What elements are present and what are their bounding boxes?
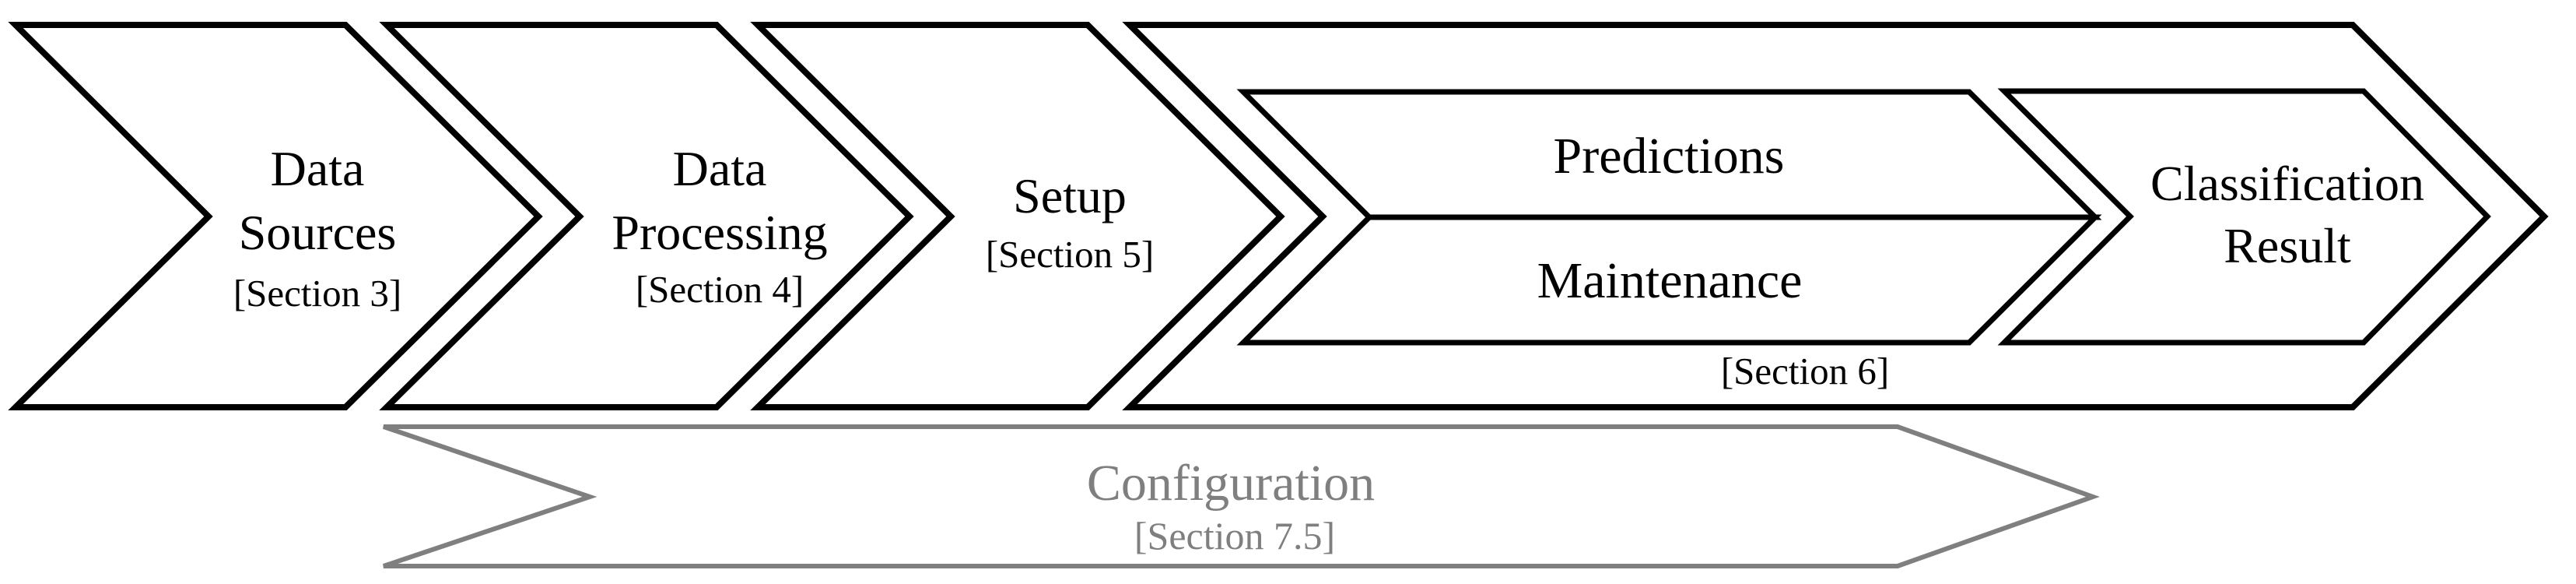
setup-section-label: [Section 5]: [986, 233, 1154, 276]
configuration-section-label: [Section 7.5]: [1134, 514, 1335, 558]
data-processing-label-line1: Data: [673, 141, 767, 196]
configuration-label: Configuration: [1087, 455, 1375, 512]
classification-result-label-line1: Classification: [2150, 156, 2424, 211]
data-sources-chevron-shape: [8, 22, 543, 410]
data-sources-label-line1: Data: [271, 141, 365, 196]
configuration-arrow-shape: [383, 424, 2100, 568]
data-sources-section-label: [Section 3]: [233, 272, 401, 315]
data-processing-chevron-shape: [379, 22, 914, 410]
classification-result-label-line2: Result: [2224, 218, 2351, 273]
data-processing-section-label: [Section 4]: [636, 268, 804, 311]
setup-chevron-shape: [750, 22, 1285, 410]
classification-result-chevron-shape: [1997, 88, 2491, 346]
predictions-label: Predictions: [1554, 128, 1785, 185]
operation-section-label: [Section 6]: [1721, 350, 1889, 392]
maintenance-band-shape: [1236, 214, 2102, 346]
setup-label: Setup: [1013, 168, 1127, 223]
data-processing-label-line2: Processing: [612, 205, 827, 260]
maintenance-label: Maintenance: [1537, 252, 1803, 309]
data-sources-label-line2: Sources: [239, 205, 397, 260]
